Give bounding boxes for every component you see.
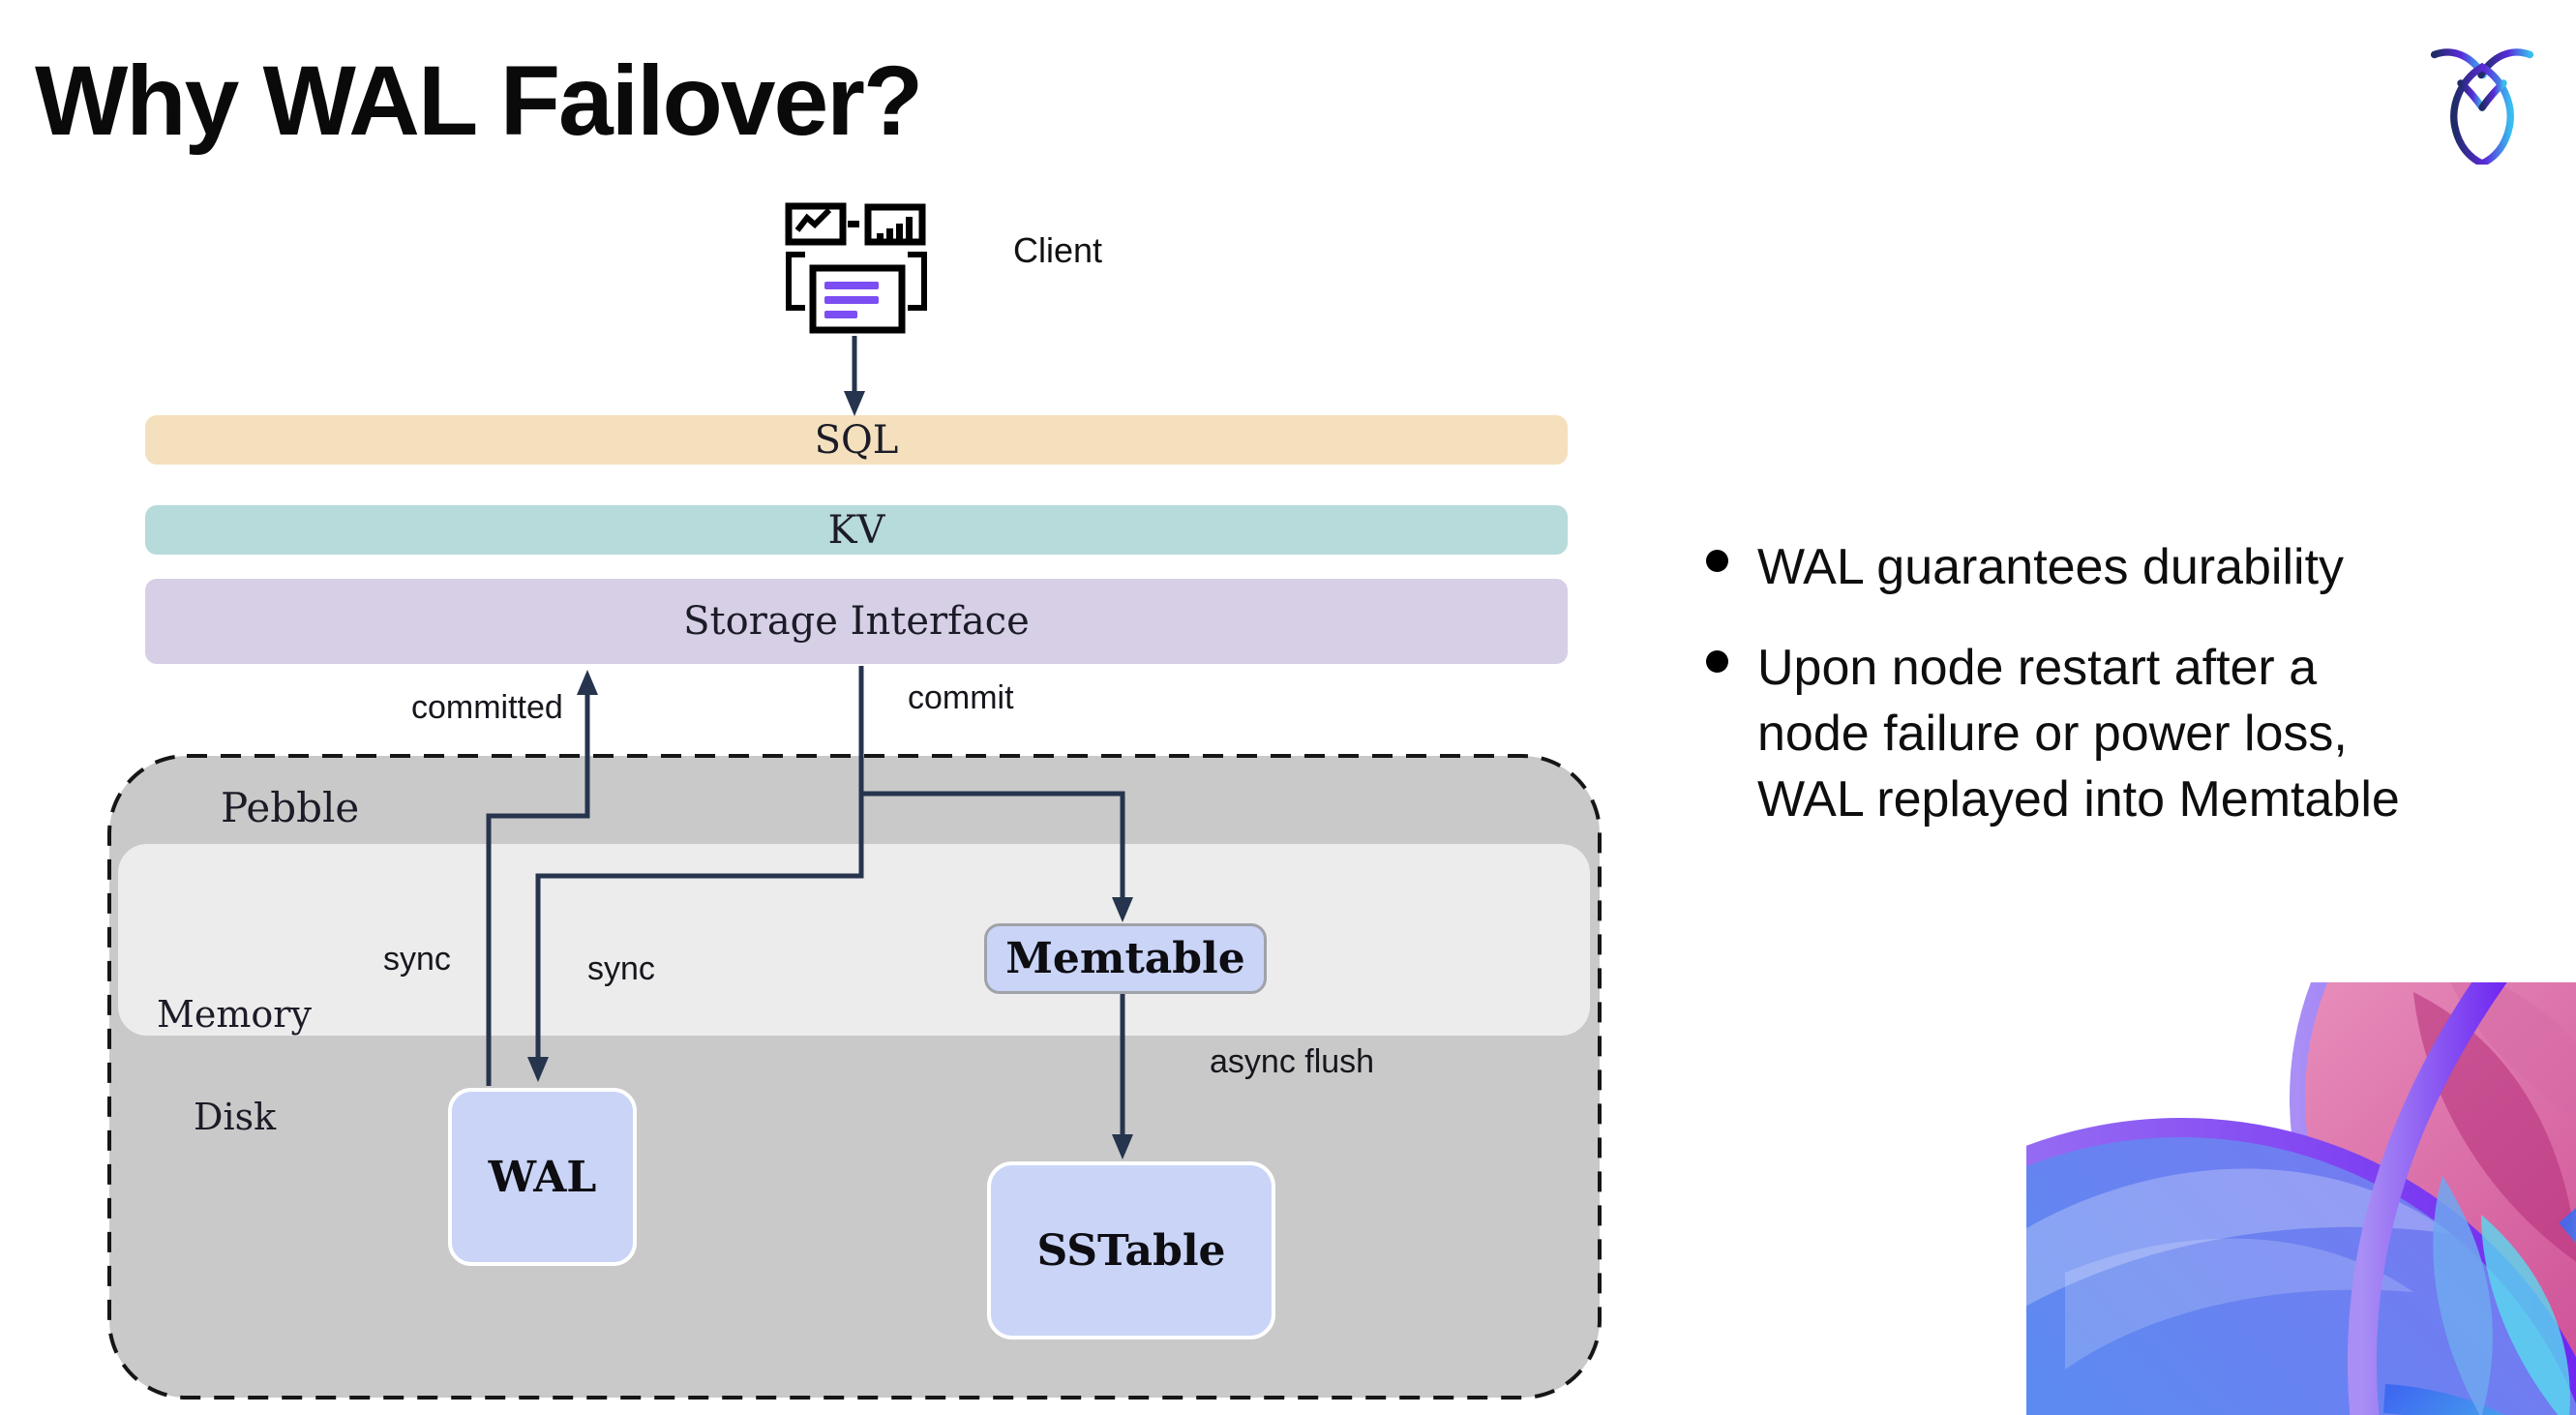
bullet-dot-icon	[1706, 550, 1728, 572]
sstable-box-label: SSTable	[1036, 1225, 1226, 1276]
screen-brackets	[786, 252, 927, 311]
arrowhead-sstable	[1112, 1134, 1133, 1159]
kv-layer-bar: KV	[145, 505, 1568, 555]
arrowhead-storage	[577, 670, 598, 695]
arrow-commit-to-memtable	[861, 791, 1125, 897]
kv-layer-label: KV	[827, 507, 885, 553]
sql-layer-bar: SQL	[145, 415, 1568, 465]
line-chart-icon	[785, 202, 847, 246]
sql-layer-label: SQL	[814, 417, 899, 463]
bullet-list: WAL guarantees durability Upon node rest…	[1698, 534, 2501, 832]
arrowhead-sql	[844, 391, 865, 416]
memtable-box: Memtable	[984, 923, 1267, 994]
wal-box: WAL	[448, 1088, 637, 1266]
page-title: Why WAL Failover?	[35, 45, 923, 156]
client-icon	[785, 202, 927, 334]
sstable-box: SSTable	[987, 1161, 1275, 1340]
bullet-dot-icon	[1706, 650, 1728, 673]
bullet-text: Upon node restart after a node failure o…	[1757, 640, 2400, 828]
brand-art	[2026, 982, 2576, 1415]
arrowhead-wal	[527, 1057, 549, 1082]
pebble-label: Pebble	[221, 784, 360, 831]
bar-chart-icon	[864, 203, 926, 246]
arrow-committed-to-storage	[486, 695, 590, 1086]
cockroachdb-logo-icon	[2431, 48, 2533, 165]
client-label: Client	[1013, 230, 1103, 270]
async-flush-edge-label: async flush	[1210, 1043, 1375, 1080]
dash-connector	[848, 221, 859, 227]
disk-label: Disk	[194, 1096, 277, 1138]
memory-label: Memory	[157, 993, 312, 1036]
committed-edge-label: committed	[411, 689, 563, 726]
bullet-text: WAL guarantees durability	[1757, 539, 2345, 595]
list-item: Upon node restart after a node failure o…	[1698, 635, 2501, 832]
wal-box-label: WAL	[488, 1152, 597, 1202]
arrowhead-memtable	[1112, 897, 1133, 922]
arrow-commit-to-wal	[535, 666, 864, 1057]
list-item: WAL guarantees durability	[1698, 534, 2501, 600]
storage-interface-label: Storage Interface	[683, 599, 1030, 644]
storage-interface-bar: Storage Interface	[145, 579, 1568, 664]
document-icon	[809, 264, 906, 334]
sync-right-edge-label: sync	[587, 950, 655, 987]
sync-left-edge-label: sync	[383, 941, 451, 978]
commit-edge-label: commit	[908, 679, 1014, 716]
memtable-box-label: Memtable	[1005, 934, 1245, 983]
